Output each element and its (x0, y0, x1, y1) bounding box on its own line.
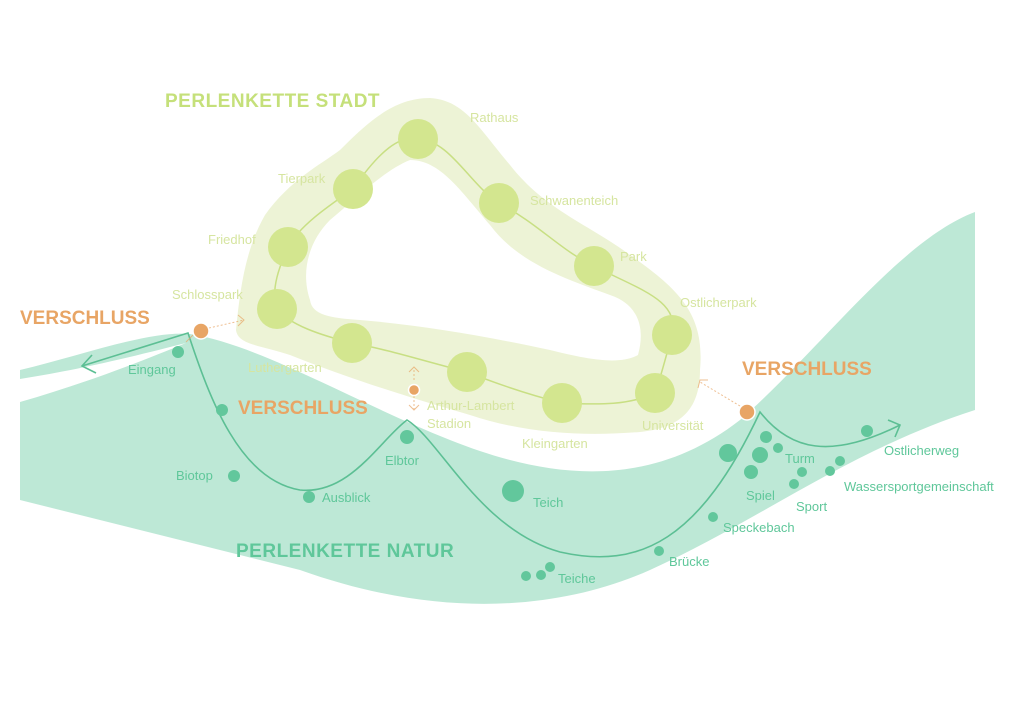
station-elbtor[interactable] (400, 430, 414, 444)
label-teich: Teich (533, 495, 563, 510)
lock-point-center[interactable] (407, 383, 421, 397)
lock-label-center: VERSCHLUSS (238, 398, 368, 419)
station-teiche-2[interactable] (536, 570, 546, 580)
label-tierpark: Tierpark (278, 171, 326, 186)
station-friedhof[interactable] (268, 227, 308, 267)
station-stadion[interactable] (447, 352, 487, 392)
station-wasser-2[interactable] (835, 456, 845, 466)
station-universitaet[interactable] (635, 373, 675, 413)
station-rathaus[interactable] (398, 119, 438, 159)
label-ostlicherweg: Ostlicherweg (884, 443, 959, 458)
label-friedhof: Friedhof (208, 232, 256, 247)
lock-label-west: VERSCHLUSS (20, 308, 150, 329)
station-schlosspark[interactable] (257, 289, 297, 329)
station-teich[interactable] (502, 480, 524, 502)
nature-band (20, 212, 975, 604)
station-dot[interactable] (216, 404, 228, 416)
label-ausblick: Ausblick (322, 490, 371, 505)
station-park[interactable] (574, 246, 614, 286)
label-schlosspark: Schlosspark (172, 287, 243, 302)
lock-connectors (185, 314, 741, 411)
station-teiche-1[interactable] (521, 571, 531, 581)
nature-title: PERLENKETTE NATUR (236, 541, 454, 562)
label-rathaus: Rathaus (470, 110, 519, 125)
station-ausblick[interactable] (303, 491, 315, 503)
station-turm-2[interactable] (773, 443, 783, 453)
station-ostlicherweg[interactable] (861, 425, 873, 437)
nature-route-line (81, 332, 901, 558)
label-ostlicherpark: Ostlicherpark (680, 295, 757, 310)
station-eingang[interactable] (172, 346, 184, 358)
lock-point-east[interactable] (738, 403, 756, 421)
label-park: Park (620, 249, 647, 264)
station-spiel-1[interactable] (719, 444, 737, 462)
station-luthergarten[interactable] (332, 323, 372, 363)
station-schwanenteich[interactable] (479, 183, 519, 223)
label-stadion: Stadion (427, 416, 471, 431)
lock-point-west[interactable] (192, 322, 210, 340)
station-kleingarten[interactable] (542, 383, 582, 423)
lock-label-east: VERSCHLUSS (742, 359, 872, 380)
label-sport: Sport (796, 499, 827, 514)
station-wasser-1[interactable] (825, 466, 835, 476)
label-arthur-lambert: Arthur-Lambert (427, 398, 515, 413)
label-universitaet: Universität (642, 418, 704, 433)
nature-end-arrow-icon (887, 419, 902, 438)
station-sport-1[interactable] (797, 467, 807, 477)
nature-start-arrow-icon (80, 354, 97, 374)
station-spiel-2[interactable] (752, 447, 768, 463)
nature-band-gap (20, 343, 186, 402)
city-station-dots (257, 119, 692, 423)
nature-station-dots (172, 346, 873, 581)
label-luthergarten: Luthergarten (248, 360, 322, 375)
label-turm: Turm (785, 451, 815, 466)
city-title: PERLENKETTE STADT (165, 91, 380, 112)
station-ostlicherpark[interactable] (652, 315, 692, 355)
station-biotop[interactable] (228, 470, 240, 482)
label-spiel: Spiel (746, 488, 775, 503)
station-tierpark[interactable] (333, 169, 373, 209)
label-wassersportgemeinschaft: Wassersportgemeinschaft (844, 479, 994, 494)
label-bruecke: Brücke (669, 554, 709, 569)
station-speckebach[interactable] (708, 512, 718, 522)
station-teiche-3[interactable] (545, 562, 555, 572)
label-eingang: Eingang (128, 362, 176, 377)
label-biotop: Biotop (176, 468, 213, 483)
station-bruecke[interactable] (654, 546, 664, 556)
station-spiel-3[interactable] (744, 465, 758, 479)
label-teiche: Teiche (558, 571, 596, 586)
label-speckebach: Speckebach (723, 520, 795, 535)
label-schwanenteich: Schwanenteich (530, 193, 618, 208)
label-elbtor: Elbtor (385, 453, 420, 468)
station-turm-1[interactable] (760, 431, 772, 443)
label-kleingarten: Kleingarten (522, 436, 588, 451)
station-sport-2[interactable] (789, 479, 799, 489)
